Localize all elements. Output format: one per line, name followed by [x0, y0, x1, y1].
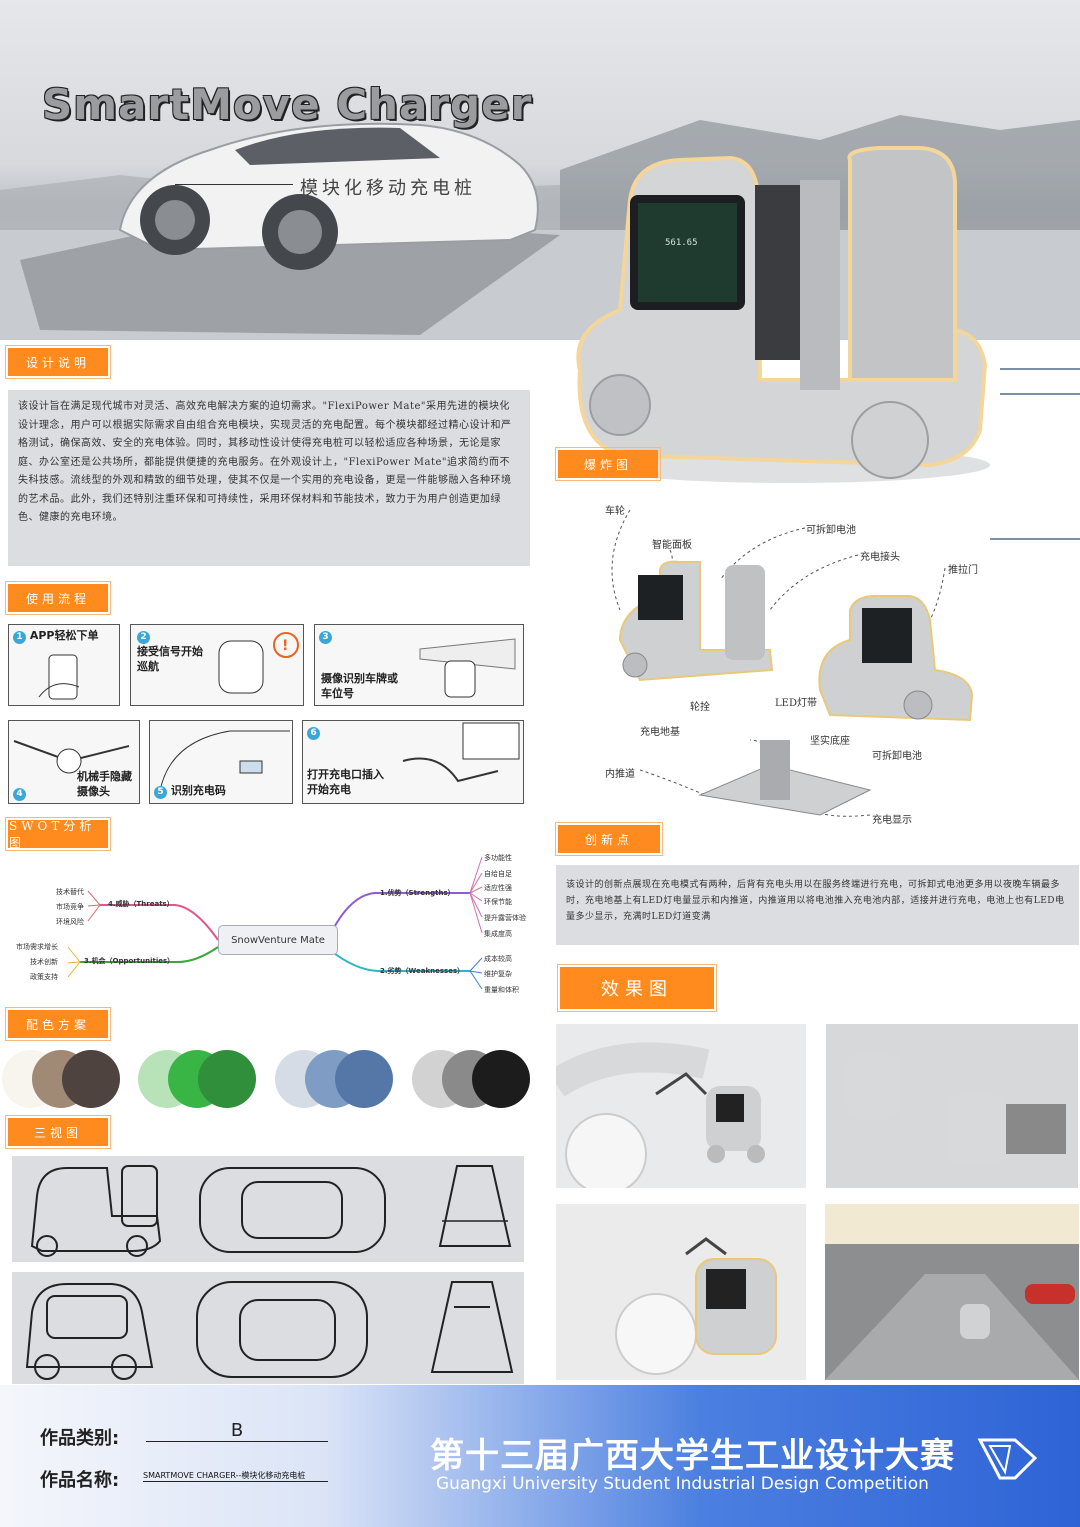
- step-number: 4: [13, 788, 26, 801]
- swot-item: 成本较高: [484, 955, 512, 963]
- step-text: APP轻松下单: [29, 629, 99, 642]
- poster-subtitle: 模块化移动充电桩: [300, 178, 476, 199]
- swot-item: 提升露营体验: [484, 914, 526, 922]
- render-image-2: [826, 1024, 1078, 1188]
- competition-title-en: Guangxi University Student Industrial De…: [436, 1474, 929, 1494]
- three-view-top-row: [12, 1156, 524, 1262]
- design-intro-tag: 设计说明: [5, 345, 111, 379]
- usage-step-3: 3 摄像识别车牌或车位号: [314, 624, 524, 706]
- swot-threats-title: 4.威胁（Threats）: [108, 900, 174, 908]
- robot-arm-icon: [13, 740, 130, 774]
- explode-label: 充电地基: [640, 727, 680, 738]
- swot-item: 政策支持: [30, 973, 58, 981]
- explode-label: 轮拴: [690, 702, 710, 713]
- design-intro-box: 该设计旨在满足现代城市对灵活、高效充电解决方案的迫切需求。"FlexiPower…: [8, 390, 530, 566]
- usage-step-4: 4 机械手隐藏摄像头: [8, 720, 140, 804]
- swot-tag: SWOT分析图: [5, 817, 111, 851]
- charge-port-icon: [159, 730, 290, 792]
- explode-label: 内推道: [605, 769, 635, 780]
- step-text: 打开充电口插入开始充电: [307, 768, 384, 796]
- camera-scan-icon: [419, 638, 516, 698]
- step-text: 识别充电码: [170, 784, 226, 797]
- swot-weaknesses-title: 2.劣势（Weaknesses）: [380, 967, 465, 975]
- explode-label: 可拆卸电池: [872, 751, 922, 762]
- usage-step-6: 6 打开充电口插入开始充电: [302, 720, 524, 804]
- color-swatch: [335, 1050, 393, 1108]
- explode-tag: 爆炸图: [555, 447, 661, 481]
- explode-label: 坚实底座: [810, 736, 850, 747]
- deco-line: [1000, 393, 1080, 395]
- robot-signal-icon: !: [218, 632, 299, 694]
- swot-item: 市场需求增长: [16, 943, 58, 951]
- three-view-tag: 三视图: [5, 1115, 111, 1149]
- explode-label: 充电接头: [860, 552, 900, 563]
- step-text: 摄像识别车牌或车位号: [321, 672, 398, 700]
- swot-item: 多功能性: [484, 854, 512, 862]
- swot-item: 自给自足: [484, 870, 512, 878]
- step-number: 5: [154, 786, 167, 799]
- category-value: B: [146, 1420, 328, 1442]
- explode-label: 可拆卸电池: [806, 525, 856, 536]
- swot-item: 维护复杂: [484, 970, 512, 978]
- usage-tag: 使用流程: [5, 581, 111, 615]
- renders-tag: 效果图: [557, 964, 717, 1012]
- swot-item: 市场竞争: [56, 903, 84, 911]
- design-intro-text: 该设计旨在满足现代城市对灵活、高效充电解决方案的迫切需求。"FlexiPower…: [18, 401, 512, 523]
- competition-title-cn: 第十三届广西大学生工业设计大赛: [430, 1436, 955, 1476]
- deco-line: [1000, 368, 1080, 370]
- swot-item: 技术替代: [56, 888, 84, 896]
- explode-label: 车轮: [605, 506, 625, 517]
- innovation-text: 该设计的创新点展现在充电模式有两种，后背有充电头用以在服务终端进行充电，可拆卸式…: [566, 880, 1065, 922]
- deco-line: [990, 538, 1080, 540]
- step-number: 2: [137, 631, 150, 644]
- swot-center-node: SnowVenture Mate: [218, 925, 338, 955]
- render-image-4: [825, 1204, 1079, 1380]
- usage-step-1: 1 APP轻松下单: [8, 624, 120, 706]
- competition-logo: [977, 1438, 1038, 1480]
- footer-banner: [0, 1385, 1080, 1527]
- step-number: 6: [307, 727, 320, 740]
- swot-item: 技术创新: [30, 958, 58, 966]
- work-name-value: SMARTMOVE CHARGER--模块化移动充电桩: [143, 1470, 328, 1482]
- exploded-view-diagram: [611, 509, 974, 817]
- color-swatches: [0, 1048, 540, 1110]
- poster-title: SmartMove Charger: [42, 80, 533, 129]
- swot-item: 集成度高: [484, 930, 512, 938]
- step-text: 接受信号开始巡航: [137, 645, 203, 673]
- explode-label: LED灯带: [775, 698, 817, 709]
- phone-hand-icon: [38, 654, 80, 700]
- render-image-1: [556, 1024, 806, 1188]
- swot-item: 环保节能: [484, 898, 512, 906]
- category-label: 作品类别:: [40, 1428, 120, 1449]
- work-name-label: 作品名称:: [40, 1470, 120, 1491]
- plug-in-icon: [402, 722, 520, 783]
- color-scheme-tag: 配色方案: [5, 1007, 111, 1041]
- innovation-box: 该设计的创新点展现在充电模式有两种，后背有充电头用以在服务终端进行充电，可拆卸式…: [556, 865, 1079, 945]
- explode-label: 充电显示: [872, 815, 912, 826]
- color-swatch: [472, 1050, 530, 1108]
- product-main-render: 561.65: [576, 146, 990, 483]
- swot-item: 重量和体积: [484, 986, 519, 994]
- swot-item: 环境风险: [56, 918, 84, 926]
- screen-value: 561.65: [665, 238, 698, 248]
- color-swatch: [62, 1050, 120, 1108]
- three-view-bottom-row: [12, 1272, 524, 1384]
- subtitle-line: [175, 184, 293, 185]
- color-swatch: [198, 1050, 256, 1108]
- step-number: 1: [13, 631, 26, 644]
- explode-label: 推拉门: [948, 565, 978, 576]
- usage-step-5: 5 识别充电码: [149, 720, 293, 804]
- step-number: 3: [319, 631, 332, 644]
- explode-label: 智能面板: [652, 540, 692, 551]
- swot-strengths-title: 1.优势（Strengths）: [380, 889, 455, 897]
- step-text: 机械手隐藏摄像头: [77, 770, 132, 798]
- render-image-3: [556, 1204, 806, 1380]
- innovation-tag: 创新点: [555, 822, 663, 856]
- svg-text:!: !: [282, 638, 288, 654]
- swot-opportunities-title: 3.机会（Opportunities）: [84, 957, 175, 965]
- swot-item: 适应性强: [484, 884, 512, 892]
